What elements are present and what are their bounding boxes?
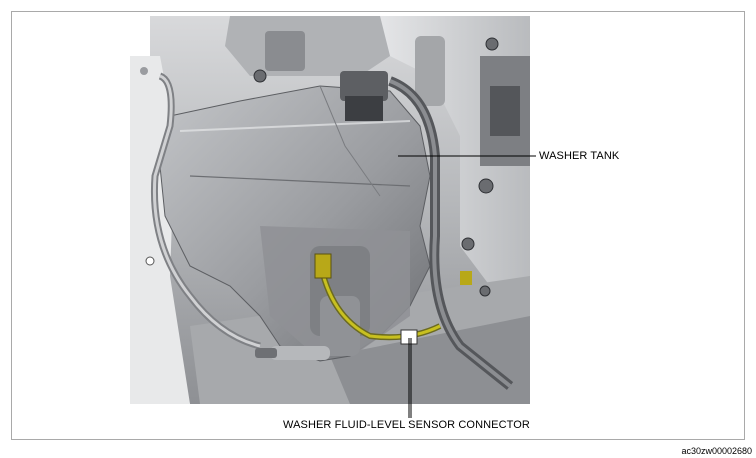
washer-tank-label: WASHER TANK xyxy=(539,150,620,162)
figure-id: ac30zw00002680 xyxy=(681,446,752,456)
washer-tank-illustration xyxy=(130,16,530,404)
sensor-connector-label: WASHER FLUID-LEVEL SENSOR CONNECTOR xyxy=(283,419,530,431)
